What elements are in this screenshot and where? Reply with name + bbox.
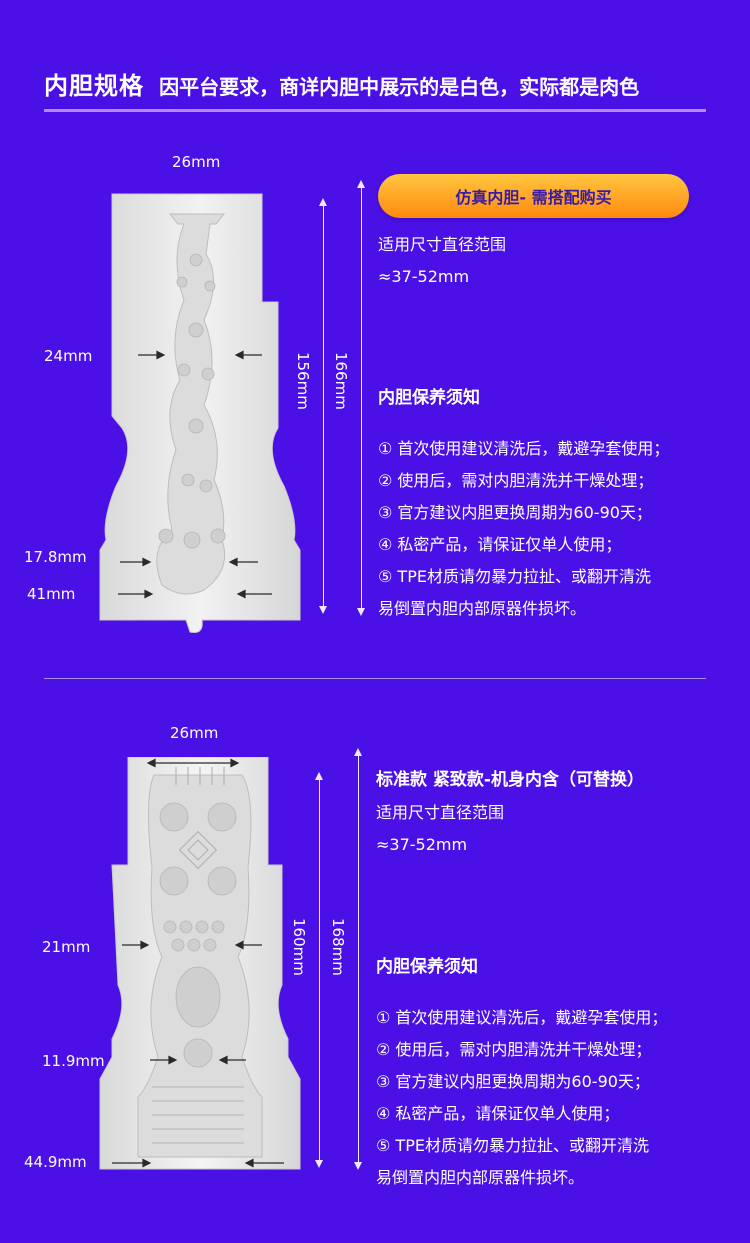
p1-inner-length-line: [319, 198, 327, 614]
section-header: 内胆规格 因平台要求，商详内胆中展示的是白色，实际都是肉色: [44, 66, 714, 106]
p1-care-item: 易倒置内胆内部原器件损坏。: [378, 599, 587, 618]
p2-product-title: 标准款 紧致款-机身内含（可替换）: [376, 770, 644, 790]
p2-dim-mid-width: 21mm: [42, 938, 91, 956]
p2-care-item: ③ 官方建议内胆更换周期为60-90天；: [376, 1072, 650, 1091]
p1-dim-mid-width: 24mm: [44, 347, 93, 365]
p1-care-list: ① 首次使用建议清洗后，戴避孕套使用； ② 使用后，需对内胆清洗并干燥处理； ③…: [378, 433, 669, 625]
p1-dim-base-width: 41mm: [27, 585, 76, 603]
p1-dim-top-width: 26mm: [172, 153, 221, 171]
p2-fit-label: 适用尺寸直径范围: [376, 803, 505, 822]
p1-dim-lower-width: 17.8mm: [24, 548, 87, 566]
header-divider: [44, 109, 706, 112]
p2-dim-base-width: 44.9mm: [24, 1153, 87, 1171]
p1-total-length-line: [357, 180, 365, 616]
sleeve1-illustration: [99, 193, 301, 633]
p2-care-item: 易倒置内胆内部原器件损坏。: [376, 1168, 585, 1187]
p1-care-title: 内胆保养须知: [378, 388, 480, 408]
section-divider: [44, 678, 706, 679]
p1-care-item: ④ 私密产品，请保证仅单人使用；: [378, 535, 622, 554]
p2-care-list: ① 首次使用建议清洗后，戴避孕套使用； ② 使用后，需对内胆清洗并干燥处理； ③…: [376, 1002, 667, 1194]
p2-care-item: ⑤ TPE材质请勿暴力拉扯、或翻开清洗: [376, 1136, 649, 1155]
p1-care-item: ① 首次使用建议清洗后，戴避孕套使用；: [378, 439, 670, 458]
p2-care-title: 内胆保养须知: [376, 957, 478, 977]
p2-dim-lower-width: 11.9mm: [42, 1052, 105, 1070]
p2-total-length-line: [354, 748, 362, 1170]
p2-care-item: ① 首次使用建议清洗后，戴避孕套使用；: [376, 1008, 668, 1027]
p1-fit-info: 适用尺寸直径范围 ≈37-52mm: [378, 229, 506, 292]
p2-inner-length-line: [315, 772, 323, 1168]
p1-care-item: ③ 官方建议内胆更换周期为60-90天；: [378, 503, 652, 522]
product1-sleeve-image: [92, 190, 302, 635]
p2-fit-info: 适用尺寸直径范围 ≈37-52mm: [376, 797, 504, 860]
p1-purchase-badge: 仿真内胆- 需搭配购买: [378, 174, 689, 218]
section-title: 内胆规格: [44, 72, 144, 100]
p1-care-item: ⑤ TPE材质请勿暴力拉扯、或翻开清洗: [378, 567, 651, 586]
p2-care-item: ② 使用后，需对内胆清洗并干燥处理；: [376, 1040, 652, 1059]
p1-care-item: ② 使用后，需对内胆清洗并干燥处理；: [378, 471, 654, 490]
p1-fit-label: 适用尺寸直径范围: [378, 235, 507, 254]
section-subtitle: 因平台要求，商详内胆中展示的是白色，实际都是肉色: [159, 75, 640, 99]
p2-fit-range: ≈37-52mm: [376, 834, 468, 854]
p2-care-item: ④ 私密产品，请保证仅单人使用；: [376, 1104, 620, 1123]
p1-fit-range: ≈37-52mm: [378, 266, 470, 286]
p2-dim-top-width: 26mm: [170, 724, 219, 742]
